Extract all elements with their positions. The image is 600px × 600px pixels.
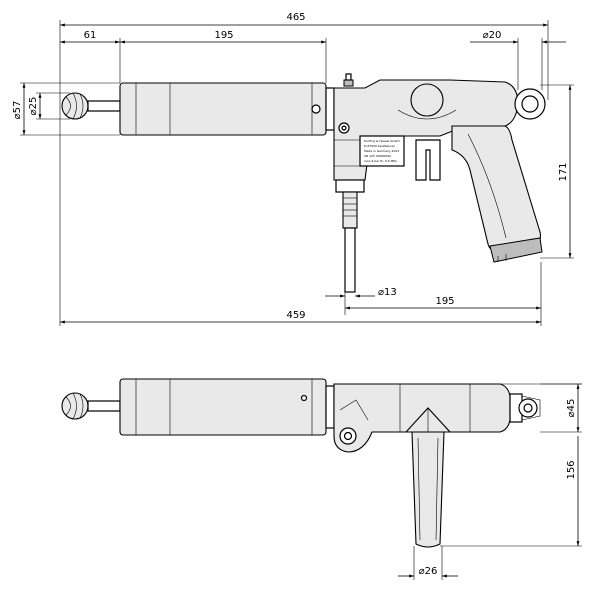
side-view-dimensions: 465 61 195 ⌀20 ⌀57 ⌀25 171 ⌀13 — [12, 12, 574, 326]
top-rear-coupling — [509, 393, 541, 423]
plate-line-2: D-87600 Kaufbeuren — [364, 144, 395, 148]
top-view-dimensions: ⌀45 156 ⌀26 — [398, 383, 582, 580]
plate-line-4: SN 123 00000000 — [364, 154, 391, 158]
side-stem — [342, 191, 358, 293]
dim-ring-diameter: ⌀20 — [483, 30, 502, 41]
dim-rear-diameter: ⌀45 — [566, 399, 577, 418]
side-grip — [451, 125, 543, 263]
dim-stem-diameter: ⌀13 — [378, 287, 397, 298]
dim-knob-diameter: ⌀25 — [28, 97, 39, 116]
plate-line-3: Made in Germany 2023 — [364, 149, 399, 153]
dim-barrel-diameter: ⌀57 — [12, 101, 23, 120]
dim-front-offset: 61 — [84, 30, 97, 41]
side-barrel — [119, 82, 335, 136]
plate-line-5: max 6 bar Pr. 0,6 MPa — [364, 159, 397, 163]
dim-overall-length-bottom: 459 — [286, 310, 305, 321]
dim-rear-length: 195 — [435, 296, 454, 307]
side-guard — [415, 139, 441, 181]
dim-handle-diameter: ⌀26 — [419, 566, 438, 577]
top-handle — [404, 407, 452, 548]
dim-barrel-length-top: 195 — [214, 30, 233, 41]
side-view: Dorfing & Hessel GmbH D-87600 Kaufbeuren… — [61, 73, 546, 293]
top-knob — [61, 392, 121, 420]
top-barrel — [119, 378, 335, 436]
dim-overall-length-top: 465 — [286, 12, 305, 23]
plate-line-1: Dorfing & Hessel GmbH — [364, 139, 400, 143]
top-view — [61, 378, 541, 548]
dim-height: 171 — [558, 162, 569, 181]
side-ring — [514, 88, 546, 120]
side-body — [333, 73, 519, 193]
side-knob — [61, 92, 121, 120]
name-plate: Dorfing & Hessel GmbH D-87600 Kaufbeuren… — [359, 135, 405, 167]
dim-handle-height: 156 — [566, 460, 577, 479]
